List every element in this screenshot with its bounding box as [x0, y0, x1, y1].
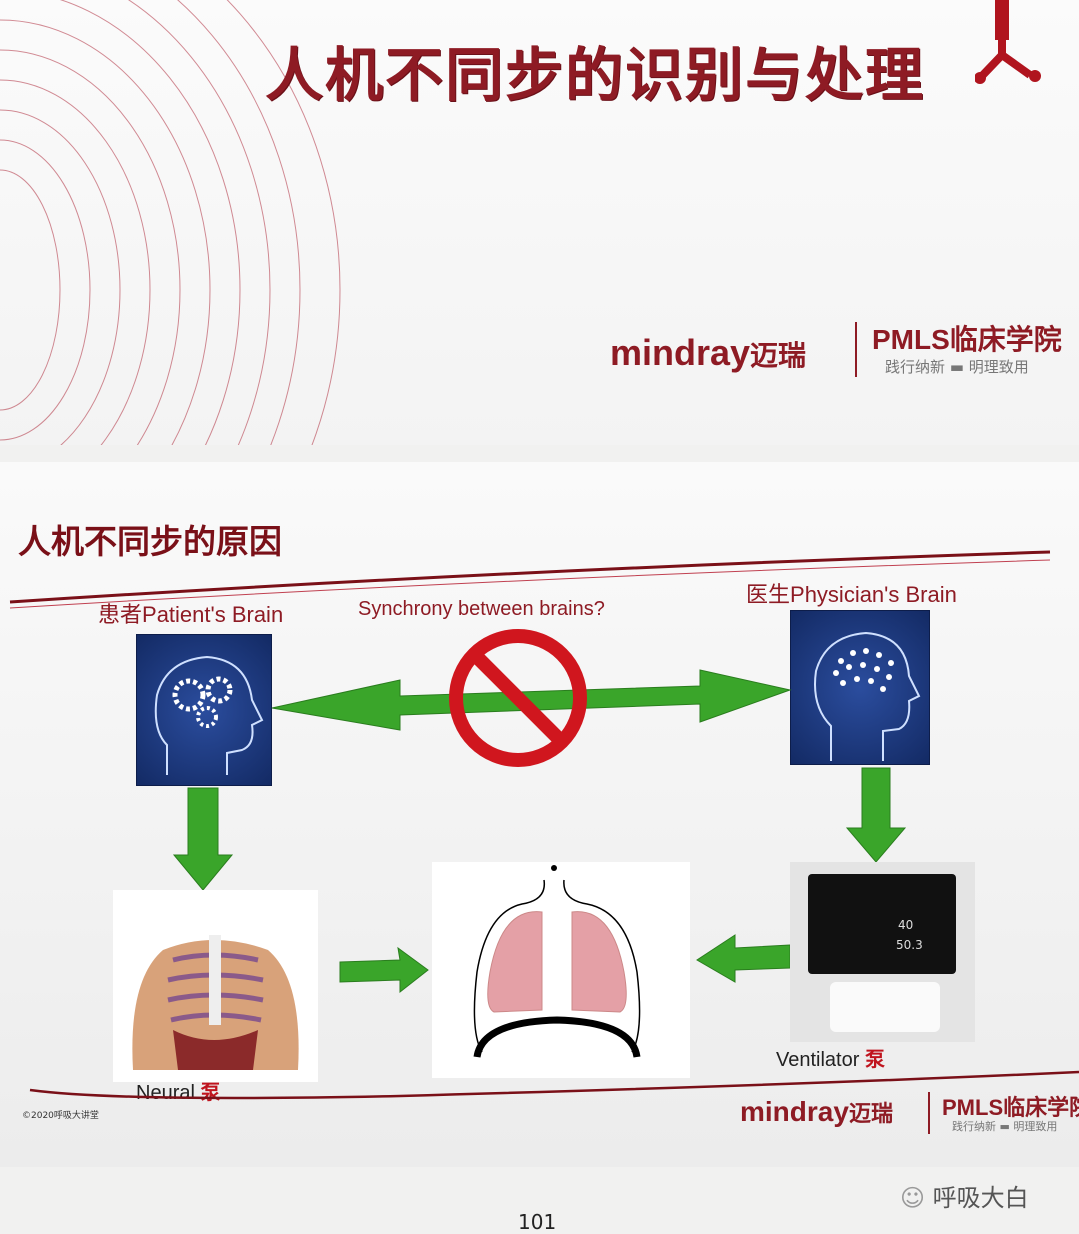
ventilator-to-lung-arrow: [696, 934, 791, 983]
patient-down-arrow: [172, 787, 234, 891]
patient-brain-label: 患者Patient's Brain: [98, 602, 284, 627]
footer-academy-name: PMLS临床学院: [942, 1095, 1079, 1120]
footer-mindray-logo: mindray迈瑞: [740, 1096, 893, 1127]
header-rule: [9, 550, 1051, 609]
page-number: 101: [518, 1210, 557, 1234]
copyright: ©2020呼吸大讲堂: [22, 1111, 99, 1121]
logo-divider: [855, 322, 857, 377]
ribcage-image: [113, 890, 318, 1082]
diagram-arrows: [172, 629, 907, 994]
patient-brain-image: [136, 634, 272, 786]
academy-name: PMLS临床学院: [872, 324, 1062, 355]
section-title: 人机不同步的原因: [18, 522, 282, 561]
footer-motto: 践行纳新 ▬ 明理致用: [952, 1120, 1058, 1133]
synchrony-question: Synchrony between brains?: [358, 598, 605, 620]
mindray-logo: mindray迈瑞: [610, 332, 807, 373]
ventilator-base: [830, 982, 940, 1032]
ventilator-image: 40 50.3: [790, 862, 975, 1042]
gear-head-icon: [154, 655, 264, 775]
physician-brain-label: 医生Physician's Brain: [746, 582, 957, 607]
physician-brain-image: [790, 610, 930, 765]
watermark: ☺ 呼吸大白: [900, 1184, 1029, 1212]
ribcage-icon: [132, 935, 299, 1070]
lungs-icon: [473, 865, 641, 1058]
dotted-head-icon: [814, 631, 921, 761]
ventilator-logo-icon: [975, 0, 1041, 84]
motto: 践行纳新 ▬ 明理致用: [885, 358, 1029, 376]
neural-to-lung-arrow: [339, 946, 429, 994]
footer-logo-divider: [928, 1092, 930, 1134]
ventilator-label: Ventilator 泵: [776, 1049, 885, 1071]
page-title: 人机不同步的识别与处理: [265, 41, 926, 109]
ventilator-screen: 40 50.3: [808, 874, 956, 974]
lungs-diagram: [432, 862, 690, 1078]
prohibition-icon: [449, 629, 587, 767]
decorative-curves: [0, 0, 341, 445]
bidirectional-arrow: [271, 669, 792, 731]
top-slide: 人机不同步的识别与处理 mindray迈瑞 PMLS临床学院 践行纳新 ▬ 明理…: [0, 0, 1079, 445]
physician-down-arrow: [845, 767, 907, 863]
footer-rule: [29, 1070, 1079, 1100]
wechat-icon: ☺: [900, 1184, 926, 1212]
